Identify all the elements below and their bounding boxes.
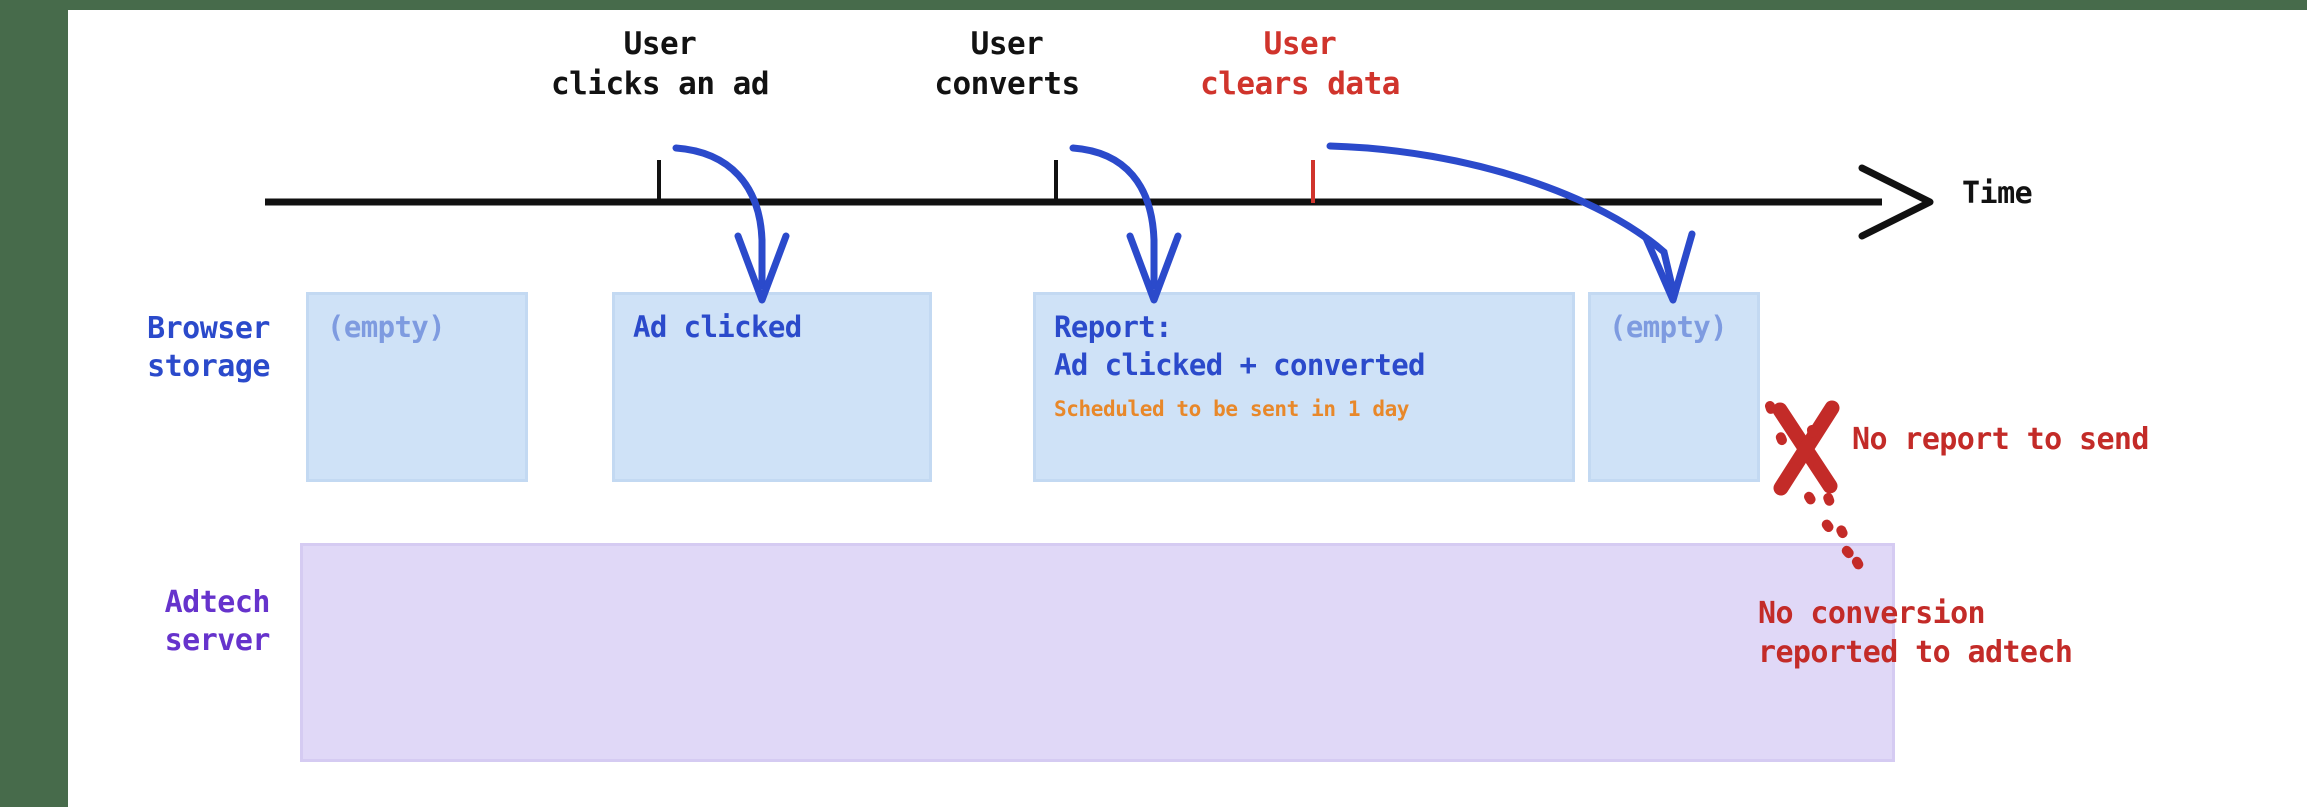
storage-box-subtitle: Ad clicked + converted xyxy=(1054,347,1426,382)
time-axis-label: Time xyxy=(1962,176,2033,211)
row-label-browser-storage: Browser storage xyxy=(147,311,270,385)
adtech-server-box xyxy=(300,543,1895,762)
storage-box-title: (empty) xyxy=(327,310,446,344)
storage-box-empty-after-clear: (empty) xyxy=(1588,292,1760,482)
row-label-adtech-server: Adtech server xyxy=(164,585,271,659)
storage-box-title: (empty) xyxy=(1609,310,1728,344)
storage-box-report: Report: Ad clicked + converted Scheduled… xyxy=(1033,292,1575,482)
storage-box-title: Ad clicked xyxy=(633,310,802,344)
event-label-user-clicks-an-ad: User clicks an ad xyxy=(551,26,769,103)
annotation-no-conversion-reported: No conversion reported to adtech xyxy=(1758,596,2073,670)
event-label-user-converts: User converts xyxy=(934,26,1080,103)
storage-box-empty-initial: (empty) xyxy=(306,292,528,482)
storage-box-title: Report: xyxy=(1054,310,1173,344)
storage-box-ad-clicked: Ad clicked xyxy=(612,292,932,482)
event-label-user-clears-data: User clears data xyxy=(1200,26,1400,103)
annotation-no-report-to-send: No report to send xyxy=(1852,422,2149,457)
storage-box-schedule-note: Scheduled to be sent in 1 day xyxy=(1054,397,1410,422)
